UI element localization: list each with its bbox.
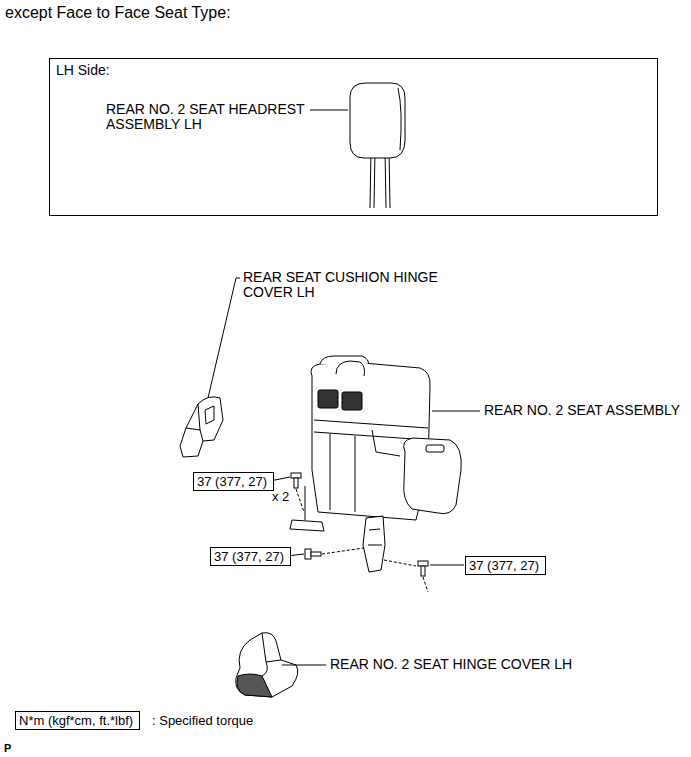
torque-value: 37 (377, 27) [214, 549, 287, 564]
bolt-shank [294, 478, 298, 488]
figure-code: P [4, 741, 11, 756]
leader-line [208, 278, 240, 398]
hinge-cover-edge [262, 633, 281, 676]
seat-section-line [355, 436, 356, 512]
bolt-shank [311, 552, 321, 556]
leader-line [430, 565, 464, 566]
bolt-symbols [291, 473, 428, 576]
quantity-note: x 2 [272, 489, 289, 504]
cover-body [180, 397, 223, 457]
headrest-post [370, 150, 371, 208]
seat-opening [318, 390, 338, 408]
bolt-head [418, 561, 428, 566]
dashed-line [423, 577, 428, 592]
headrest-post [385, 150, 386, 208]
leader-line [432, 411, 480, 412]
bolt-shank [421, 566, 425, 576]
seat-opening [342, 392, 362, 410]
headrest-post [374, 150, 375, 208]
seat-top-bump [336, 361, 365, 376]
seat-lever [426, 445, 444, 452]
seat-side-cushion [404, 438, 462, 514]
cover-slot [205, 406, 214, 424]
legend-text: : Specified torque [152, 713, 253, 728]
seat-assembly-drawing [290, 356, 461, 572]
seat-bracket [290, 520, 324, 531]
torque-box: 37 (377, 27) [210, 547, 291, 566]
bolt-head [305, 549, 311, 559]
diagram-title: except Face to Face Seat Type: [5, 4, 231, 22]
seat-seam [372, 430, 400, 456]
part-name: REAR SEAT CUSHION HINGE COVER LH [243, 270, 463, 300]
bolt-dashed-lines [296, 489, 428, 592]
seat-section-line [330, 434, 331, 510]
leader-line [310, 110, 348, 111]
part-name: REAR NO. 2 SEAT HINGE COVER LH [330, 657, 572, 672]
dashed-line [322, 548, 364, 554]
hinge-cover-shade [237, 674, 272, 697]
torque-value: 37 (377, 27) [469, 558, 542, 573]
part-name: REAR NO. 2 SEAT ASSEMBLY [484, 403, 680, 418]
view-frame: LH Side: [49, 58, 658, 216]
cover-edge [200, 430, 203, 441]
torque-box: 37 (377, 27) [193, 472, 274, 491]
bracket-line [305, 486, 306, 520]
torque-value: N*m (kgf*cm, ft.*lbf) [19, 713, 136, 728]
bolt-head [291, 473, 301, 478]
cover-edge [186, 404, 200, 430]
leader-line [282, 665, 326, 666]
dashed-line [296, 489, 304, 512]
torque-value: 37 (377, 27) [197, 474, 270, 489]
hinge-bracket [363, 516, 385, 572]
part-name: REAR NO. 2 SEAT HEADREST ASSEMBLY LH [106, 102, 321, 132]
torque-box: 37 (377, 27) [465, 556, 546, 575]
headrest-drawing [350, 83, 405, 208]
torque-legend-box: N*m (kgf*cm, ft.*lbf) [15, 711, 140, 730]
seat-seam [314, 420, 428, 428]
headrest-edge [398, 88, 401, 150]
headrest-post [389, 150, 390, 208]
view-heading: LH Side: [56, 63, 651, 78]
dashed-line [384, 560, 416, 566]
cushion-hinge-cover [180, 397, 223, 457]
headrest-pad [350, 83, 405, 158]
hinge-detail [368, 529, 382, 545]
